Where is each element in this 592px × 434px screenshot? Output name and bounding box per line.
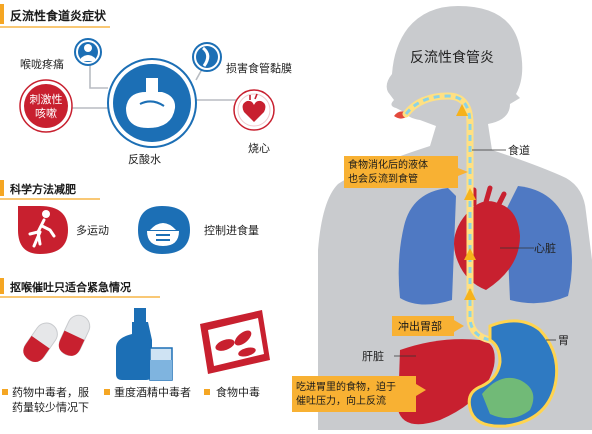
alcohol-poisoning-label: 重度酒精中毒者 <box>114 385 191 399</box>
food-icon <box>200 310 270 374</box>
reflux-callout: 食物消化后的液体 也会反流到食管 <box>344 156 468 188</box>
symptoms-section: 反流性食道炎症状 喉咙疼痛 刺激性 咳嗽 反酸水 <box>0 4 292 166</box>
drug-poisoning-line1: 药物中毒者，服 <box>12 385 89 399</box>
stomach-label: 胃 <box>558 334 569 347</box>
heart-label: 心脏 <box>534 242 556 255</box>
running-icon <box>18 206 68 254</box>
stomach-contents <box>482 377 534 419</box>
vomit-note-line1: 吃进胃里的食物，迫于 <box>296 380 396 393</box>
bowl-icon <box>138 206 190 254</box>
vomit-note-line2: 催吐压力，向上反流 <box>296 394 386 407</box>
heart-icon <box>233 89 275 131</box>
anatomy-illustration: 反流性食管炎 食道 心脏 胃 肝脏 <box>292 6 592 430</box>
connector-line <box>89 60 108 89</box>
diet-section: 科学方法减肥 多运动 控制进食量 <box>0 180 259 254</box>
reflux-note-line2: 也会反流到食管 <box>348 172 418 185</box>
reflux-flow <box>404 94 491 342</box>
left-lung <box>398 188 456 305</box>
throat-icon <box>74 38 102 66</box>
emergency-section: 抠喉催吐只适合紧急情况 <box>0 278 270 414</box>
drug-poisoning-line2: 药量较少情况下 <box>12 400 89 414</box>
heading-accent-bar <box>0 278 4 294</box>
exit-stomach-label: 冲出胃部 <box>398 319 442 333</box>
pills-icon <box>23 314 91 363</box>
upward-arrows <box>456 104 476 300</box>
exit-stomach-callout: 冲出胃部 <box>392 316 464 336</box>
emergency-heading: 抠喉催吐只适合紧急情况 <box>10 280 131 294</box>
diet-heading: 科学方法减肥 <box>10 182 76 196</box>
stomach-icon <box>107 58 197 148</box>
control-intake-label: 控制进食量 <box>204 223 259 237</box>
bullet <box>204 389 210 395</box>
heading-accent-bar <box>0 4 4 24</box>
cough-label-line1: 刺激性 <box>30 92 63 106</box>
right-lung <box>506 186 572 304</box>
cough-icon <box>19 79 73 133</box>
esophagus-mucosa-icon <box>192 42 222 72</box>
sore-throat-label: 喉咙疼痛 <box>20 57 64 71</box>
symptoms-heading: 反流性食道炎症状 <box>10 8 107 23</box>
bullet <box>104 389 110 395</box>
heartburn-label: 烧心 <box>248 142 270 155</box>
mucosa-damage-label: 损害食管黏膜 <box>226 61 292 75</box>
liver-label: 肝脏 <box>362 350 384 363</box>
esophagus-label: 食道 <box>508 143 530 157</box>
heading-accent-bar <box>0 180 4 196</box>
bullet <box>2 389 8 395</box>
cough-label-line2: 咳嗽 <box>35 106 57 120</box>
food-poisoning-label: 食物中毒 <box>216 385 260 399</box>
liver <box>398 339 495 425</box>
acid-reflux-label: 反酸水 <box>128 152 161 166</box>
reflux-note-line1: 食物消化后的液体 <box>348 158 428 171</box>
vomit-callout: 吃进胃里的食物，迫于 催吐压力，向上反流 <box>292 376 426 412</box>
exercise-label: 多运动 <box>76 223 109 237</box>
anatomy-title: 反流性食管炎 <box>410 49 494 66</box>
liquor-bottle-icon <box>116 308 173 381</box>
